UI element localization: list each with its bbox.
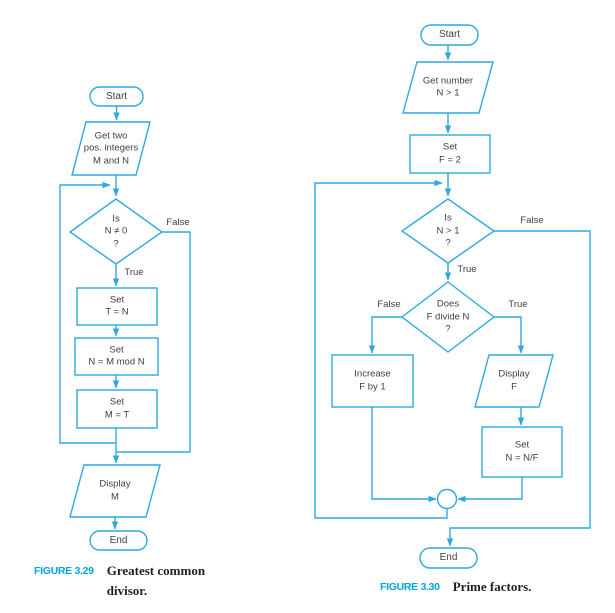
prime-start-terminal (420, 24, 479, 46)
prime-flowchart (314, 24, 591, 569)
gcd-display-label: Display M (99, 478, 131, 503)
prime-caption-label: FIGURE 3.30 (380, 581, 440, 593)
prime-input-label: Get number N > 1 (422, 75, 474, 99)
prime-false-f-edge (368, 316, 402, 354)
gcd-set-m-rect (76, 389, 158, 429)
prime-false-f-label: False (377, 298, 401, 310)
prime-decision-f-label: Does F divide N ? (426, 298, 470, 335)
gcd-caption-label: FIGURE 3.29 (34, 565, 94, 577)
prime-true-n-label: True (457, 263, 477, 275)
prime-input-parallelogram (402, 61, 494, 114)
prime-set-f-label: Set F = 2 (439, 141, 461, 166)
gcd-caption-text: Greatest common divisor. (106, 563, 206, 598)
gcd-input-label: Get two pos. integers M and N (83, 129, 139, 166)
gcd-set-t-rect (76, 287, 158, 326)
prime-true-f-label: True (508, 298, 528, 310)
prime-decision-f-diamond (400, 281, 496, 353)
prime-caption-text: Prime factors. (452, 579, 532, 594)
gcd-set-n-label: Set N = M mod N (88, 344, 145, 368)
gcd-display-parallelogram (69, 464, 161, 518)
prime-caption: FIGURE 3.30 Prime factors. (380, 577, 531, 597)
prime-false-n-label: False (520, 214, 544, 226)
prime-increase-label: Increase F by 1 (354, 368, 391, 393)
prime-set-f-rect (409, 134, 491, 174)
prime-end-label: End (439, 551, 458, 563)
gcd-flowchart (59, 86, 191, 551)
gcd-loopback-edge (59, 181, 116, 444)
gcd-false-label: False (166, 216, 190, 228)
prime-start-label: Start (438, 28, 461, 40)
prime-decision-n-label: Is N > 1 ? (436, 212, 460, 249)
gcd-decision-label: Is N ≠ 0 ? (104, 212, 128, 249)
gcd-set-m-label: Set M = T (104, 396, 130, 421)
prime-end-terminal (419, 547, 478, 569)
prime-increase-to-connector-edge (371, 407, 437, 503)
prime-setn-to-connector-edge (457, 477, 523, 503)
gcd-true-label: True (124, 266, 144, 278)
gcd-false-edge (117, 231, 191, 453)
prime-loopback-edge (314, 179, 448, 519)
gcd-end-label: End (109, 534, 128, 546)
prime-true-f-edge (494, 316, 525, 354)
gcd-input-parallelogram (71, 121, 151, 176)
gcd-start-label: Start (105, 90, 128, 102)
prime-display-label: Display F (498, 368, 530, 393)
gcd-end-terminal (89, 530, 148, 551)
prime-connector-circle (436, 488, 458, 510)
prime-display-parallelogram (474, 354, 554, 408)
gcd-set-t-label: Set T = N (105, 294, 129, 318)
prime-false-n-edge (446, 230, 591, 547)
prime-set-n-label: Set N = N/F (505, 439, 539, 464)
gcd-caption: FIGURE 3.29 Greatest common divisor. (34, 561, 205, 601)
